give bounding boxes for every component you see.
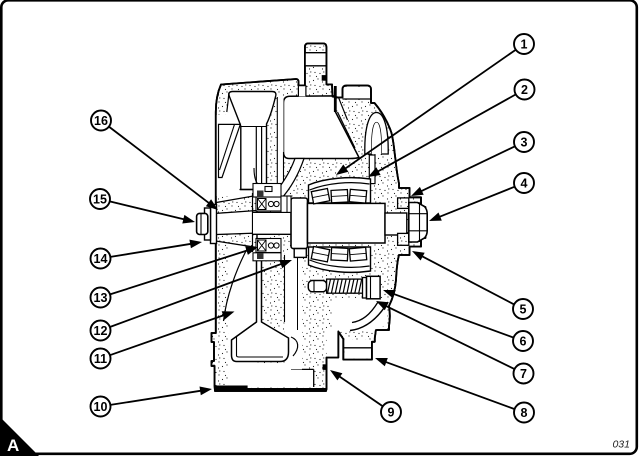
svg-text:031: 031 (612, 439, 630, 451)
svg-text:4: 4 (521, 176, 528, 190)
svg-text:A: A (7, 436, 19, 455)
svg-text:3: 3 (521, 135, 528, 149)
svg-text:9: 9 (388, 405, 395, 419)
svg-text:5: 5 (520, 302, 527, 316)
svg-text:6: 6 (520, 334, 527, 348)
svg-text:8: 8 (521, 406, 528, 420)
svg-text:1: 1 (521, 37, 528, 51)
svg-text:7: 7 (520, 367, 527, 381)
svg-text:11: 11 (94, 352, 107, 366)
svg-text:12: 12 (94, 324, 108, 338)
svg-text:2: 2 (521, 83, 528, 97)
svg-text:15: 15 (93, 192, 107, 206)
svg-text:14: 14 (94, 252, 108, 266)
svg-text:10: 10 (94, 400, 108, 414)
svg-text:16: 16 (94, 114, 108, 128)
svg-text:13: 13 (94, 291, 108, 305)
